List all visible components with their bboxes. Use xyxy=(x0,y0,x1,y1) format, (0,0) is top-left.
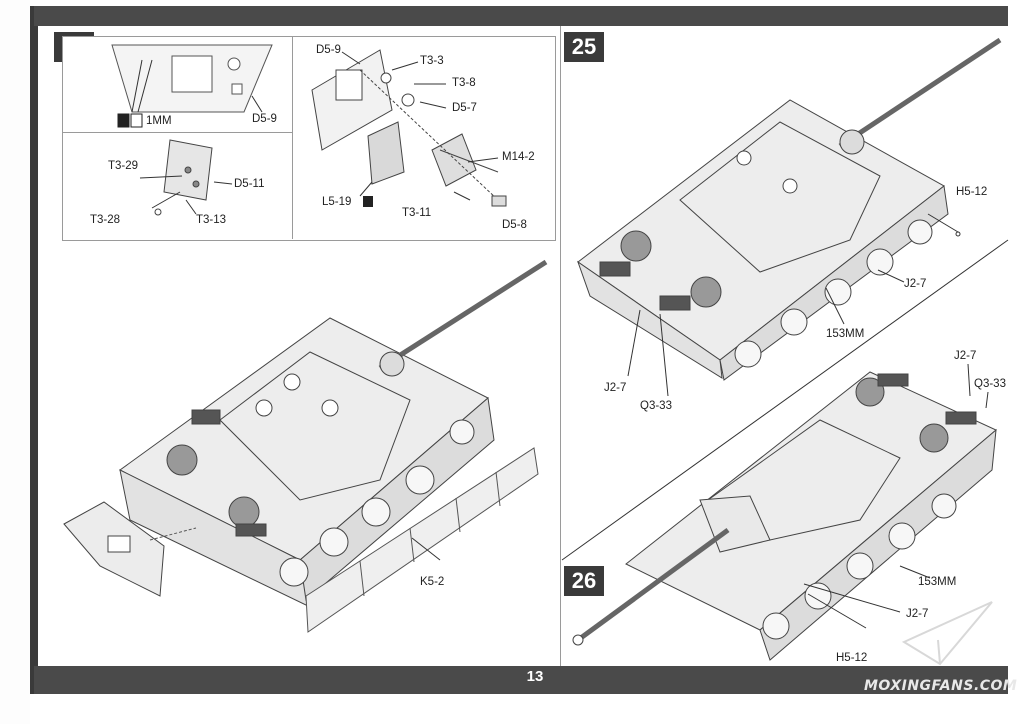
part-label-j2-7-b: J2-7 xyxy=(604,382,627,394)
watermark: MOXINGFANS.COM xyxy=(864,678,1018,694)
part-label-h5-12: H5-12 xyxy=(956,186,988,198)
page-number: 13 xyxy=(526,668,544,685)
binding-edge xyxy=(30,6,38,694)
tank-hull-drawing xyxy=(119,259,548,607)
measure-label-153mm: 153MM xyxy=(918,576,957,588)
part-label-d5-8: D5-8 xyxy=(502,219,527,231)
part-label-t3-13: T3-13 xyxy=(196,214,227,226)
part-label-k5-2: K5-2 xyxy=(420,576,445,588)
column-divider xyxy=(560,26,561,666)
subpanel-divider-h xyxy=(62,132,292,133)
rear-plate-exploded-drawing xyxy=(63,501,197,597)
drill-icon xyxy=(117,113,143,128)
part-label-j2-7-b: J2-7 xyxy=(906,608,929,620)
part-label-q3-33: Q3-33 xyxy=(974,378,1006,390)
step-25-number: 25 xyxy=(564,32,604,62)
drill-size-label: 1MM xyxy=(146,115,172,127)
part-label-t3-28: T3-28 xyxy=(90,214,121,226)
part-label-d5-11: D5-11 xyxy=(234,178,265,190)
page-gutter xyxy=(0,0,30,724)
part-label-m14-2: M14-2 xyxy=(502,151,535,163)
part-label-d5-9-b: D5-9 xyxy=(316,44,341,56)
rear-plate-drawing xyxy=(111,44,273,113)
part-label-t3-8: T3-8 xyxy=(452,77,476,89)
step-divider-diagonal xyxy=(561,239,1009,561)
road-wheels-drawing xyxy=(279,419,475,587)
part-label-q3-33: Q3-33 xyxy=(640,400,672,412)
part-label-t3-3: T3-3 xyxy=(420,55,444,67)
tank-26-hull-drawing xyxy=(572,371,997,661)
hatch-door-drawing xyxy=(139,139,213,216)
top-bar xyxy=(34,6,1008,26)
rear-plate-assembly-drawing xyxy=(311,49,507,207)
part-label-j2-7: J2-7 xyxy=(904,278,927,290)
part-label-d5-9: D5-9 xyxy=(252,113,277,125)
part-label-d5-7: D5-7 xyxy=(452,102,477,114)
measure-label-153mm: 153MM xyxy=(826,328,865,340)
part-label-l5-19: L5-19 xyxy=(322,196,352,208)
paper-plane-logo xyxy=(901,601,993,666)
part-label-h5-12: H5-12 xyxy=(836,652,868,664)
part-label-t3-29: T3-29 xyxy=(108,160,139,172)
bottom-bar xyxy=(34,666,1008,694)
glue-icon xyxy=(363,196,373,207)
part-label-j2-7: J2-7 xyxy=(954,350,977,362)
side-skirt-drawing xyxy=(305,447,539,633)
part-label-t3-11: T3-11 xyxy=(402,207,432,219)
subpanel-divider xyxy=(292,36,293,239)
step-26-number: 26 xyxy=(564,566,604,596)
